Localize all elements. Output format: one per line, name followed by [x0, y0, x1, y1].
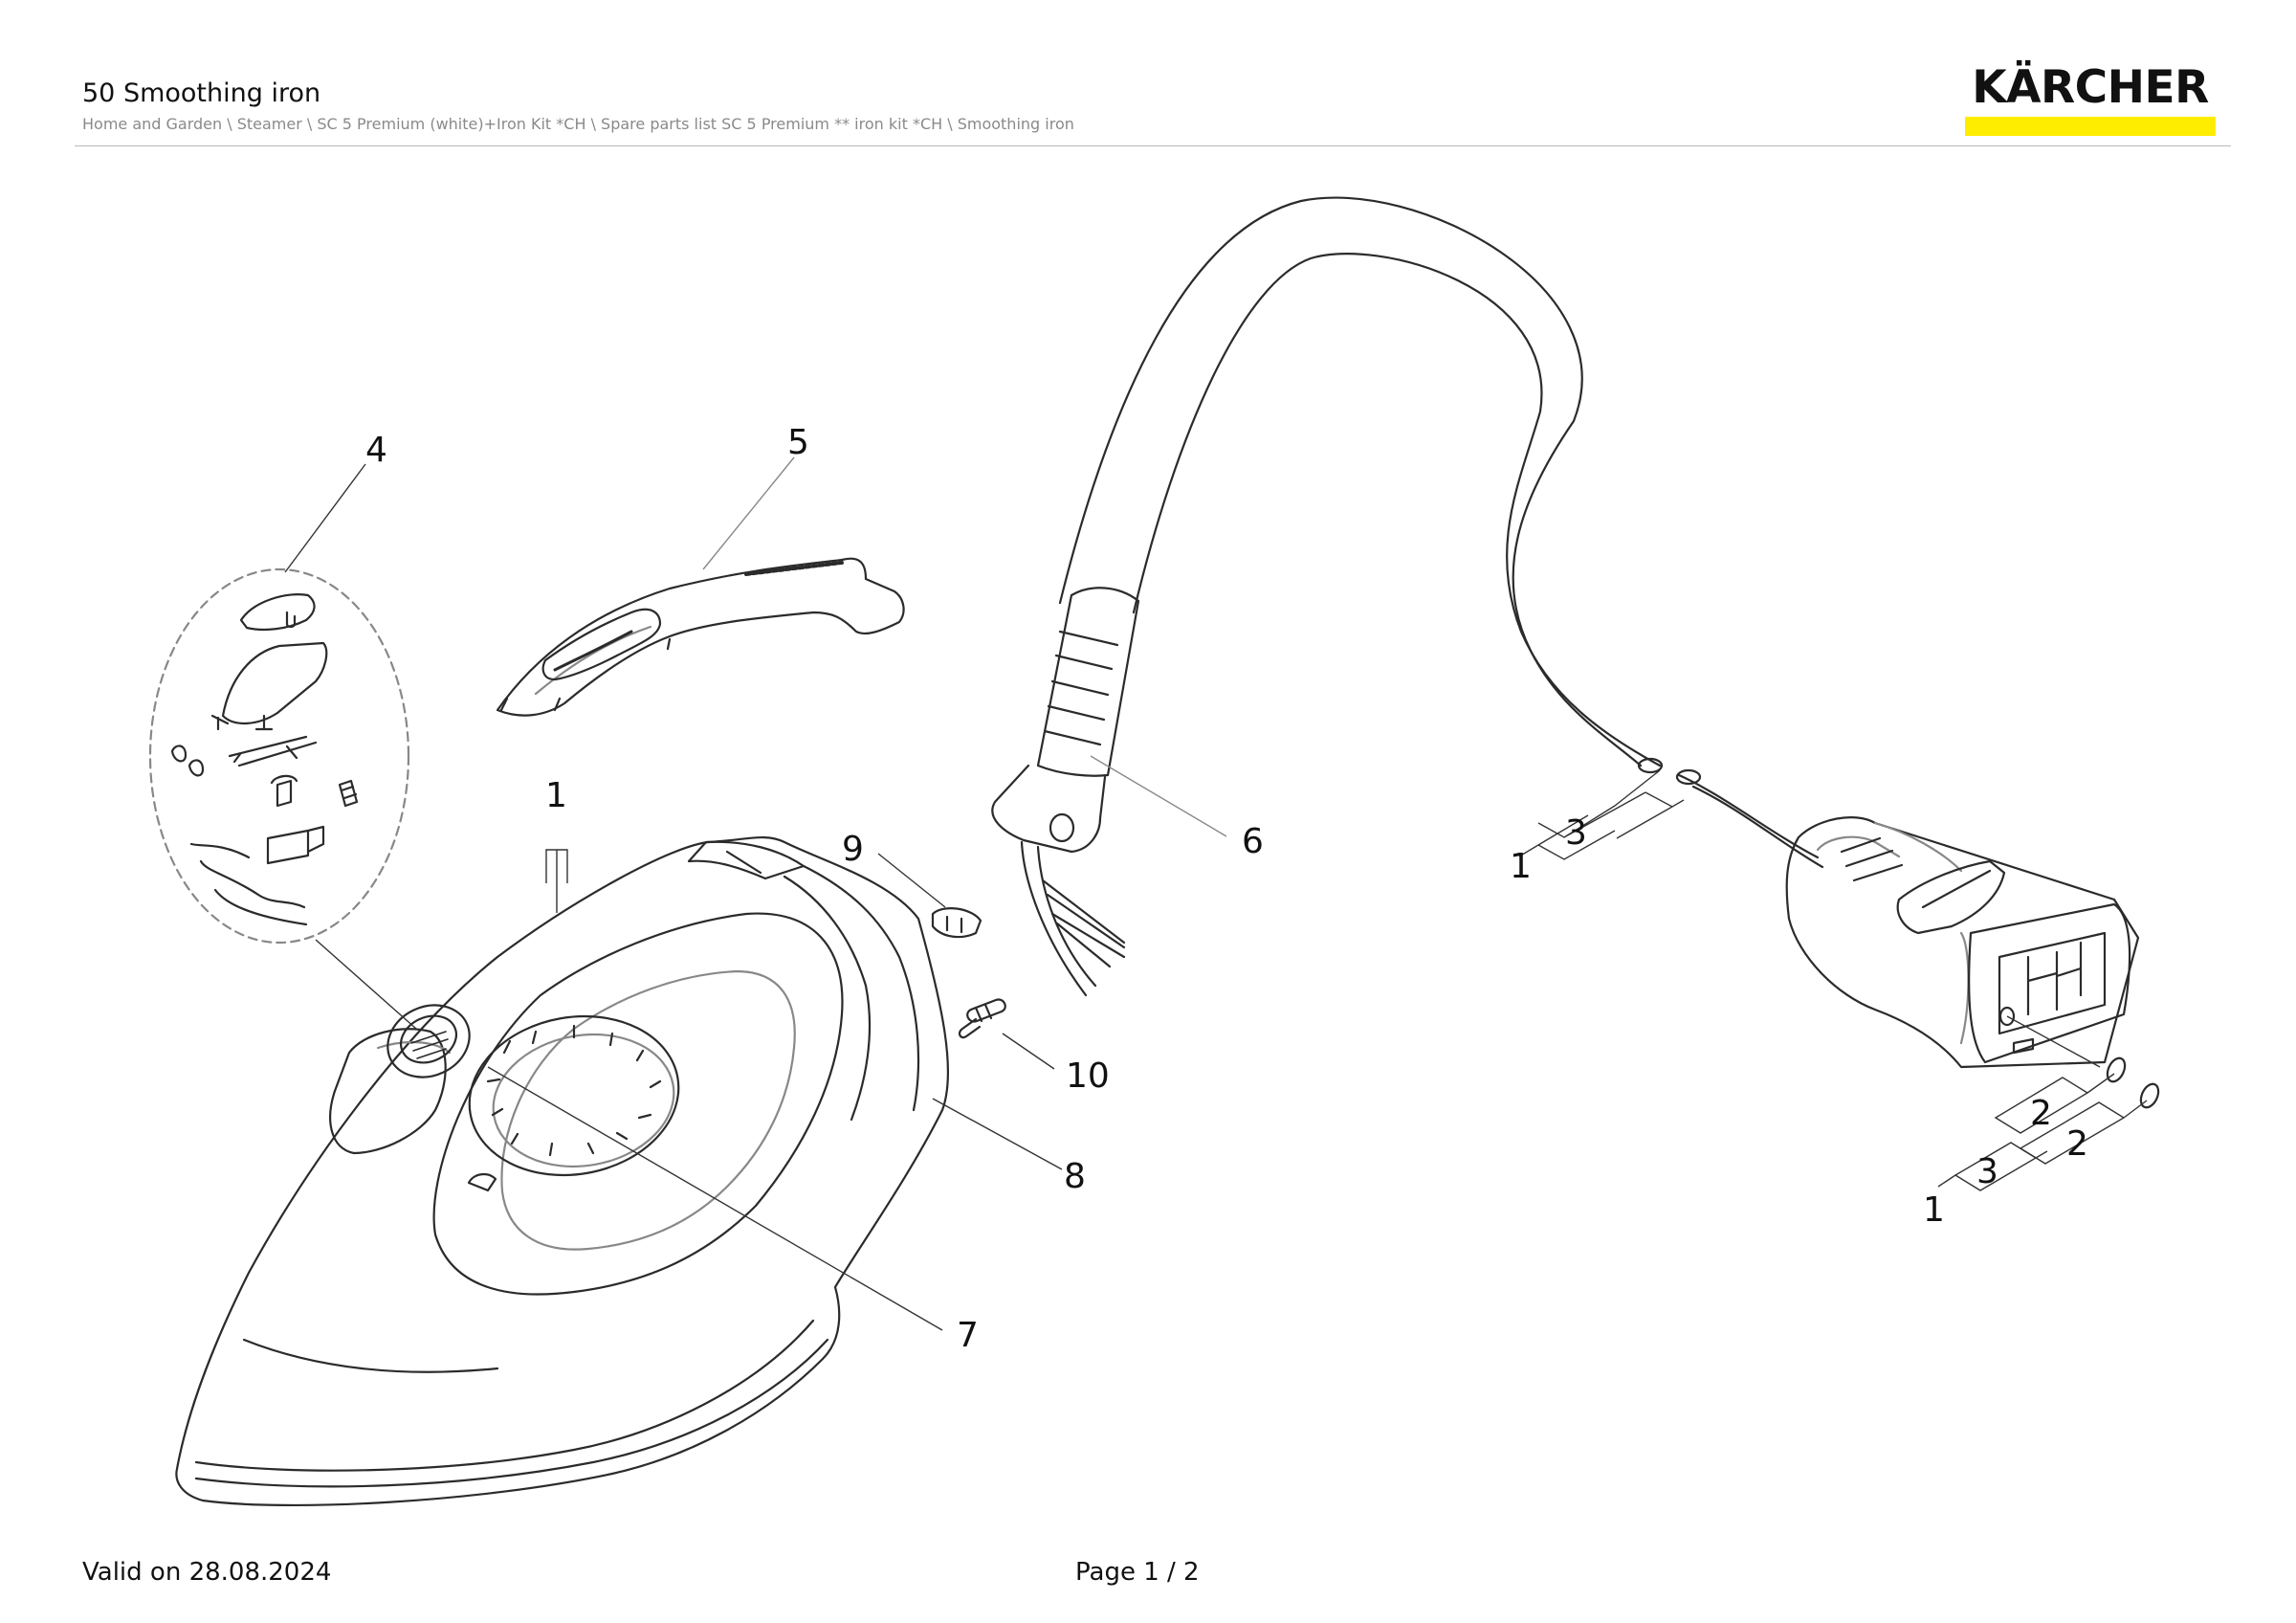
- header-divider: [75, 145, 2231, 146]
- logo-yellow-bar: [1965, 117, 2216, 136]
- page-number: Page 1 / 2: [1075, 1558, 1200, 1587]
- leader-line-7: [487, 1066, 943, 1331]
- logo-wordmark: KÄRCHER: [1972, 61, 2209, 114]
- leader-line-8: [932, 1098, 1063, 1170]
- qty-box-plug-c: [1937, 1142, 2048, 1191]
- qty-box-cable: [1518, 769, 1685, 860]
- o-ring-2: [2139, 1082, 2160, 1109]
- callout-4: 4: [365, 431, 387, 470]
- leader-line-10: [1002, 1033, 1055, 1070]
- callout-10: 10: [1066, 1056, 1110, 1096]
- bracket-1: [545, 849, 568, 913]
- callout-plug-a-count: 2: [2030, 1094, 2052, 1133]
- callout-cable-qty-count: 3: [1565, 813, 1587, 853]
- leader-line-5: [702, 456, 795, 570]
- callout-8: 8: [1064, 1157, 1086, 1196]
- leader-line-9: [877, 853, 946, 908]
- iron-body-drawing: [175, 836, 950, 1507]
- page-title: 50 Smoothing iron: [82, 78, 321, 108]
- leader-line-6: [1090, 755, 1227, 837]
- qty-box-plug-b: [2019, 1100, 2148, 1165]
- power-cable-drawing: [991, 196, 1824, 997]
- leader-line-plug-oring: [2006, 1015, 2101, 1068]
- screw-drawing: [958, 998, 1006, 1039]
- steam-button-assembly-drawing: [148, 567, 410, 945]
- callout-1: 1: [545, 776, 567, 815]
- callout-cable-qty-item: 1: [1510, 847, 1532, 886]
- callout-plug-b-count: 2: [2066, 1124, 2088, 1164]
- handle-cover-drawing: [496, 557, 905, 717]
- leader-line-4b: [315, 939, 417, 1030]
- callout-7: 7: [957, 1316, 979, 1355]
- breadcrumb: Home and Garden \ Steamer \ SC 5 Premium…: [82, 115, 1074, 133]
- callout-plug-qty-count: 3: [1976, 1152, 1998, 1191]
- qty-box-plug-a: [1994, 1073, 2115, 1134]
- plug-drawing: [1785, 816, 2140, 1069]
- callout-9: 9: [842, 830, 864, 869]
- callout-5: 5: [787, 423, 809, 462]
- callout-6: 6: [1242, 822, 1264, 861]
- valid-date: Valid on 28.08.2024: [82, 1558, 332, 1587]
- callout-plug-qty-item: 1: [1923, 1190, 1945, 1230]
- o-ring-1: [2106, 1056, 2127, 1083]
- leader-line-4: [284, 463, 366, 573]
- karcher-logo: KÄRCHER: [1965, 63, 2216, 136]
- clip-drawing: [931, 907, 982, 939]
